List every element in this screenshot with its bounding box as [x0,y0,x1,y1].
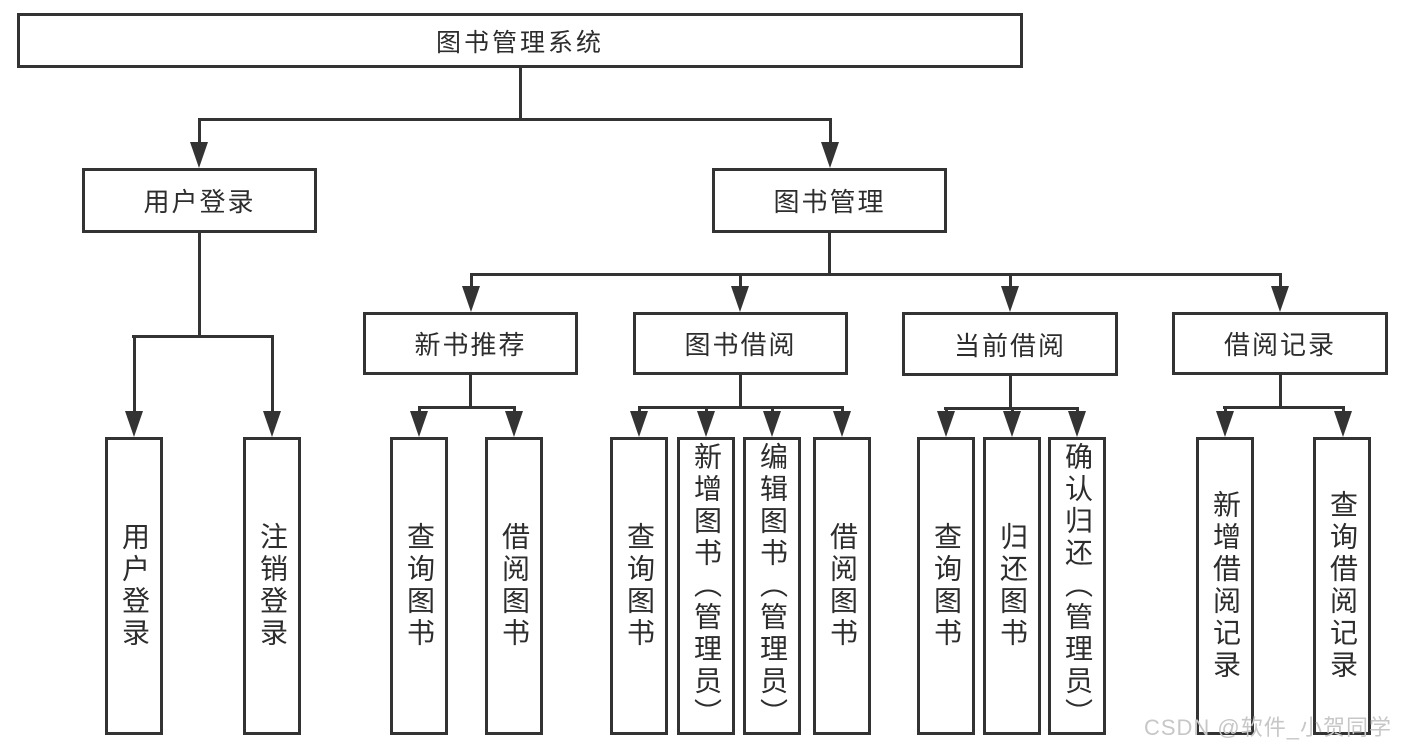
connector-vline [828,233,831,275]
node-label: 归还图书 [997,522,1028,650]
connector-hline [418,406,516,409]
leaf-query-borrow-record: 查询借阅记录 [1313,437,1371,735]
leaf-edit-book-admin: 编辑图书（管理员） [743,437,801,735]
leaf-logout: 注销登录 [243,437,301,735]
arrow-down-icon [190,142,208,168]
node-label: 图书管理系统 [435,28,604,57]
arrow-down-icon [263,411,281,437]
connector-vline [271,335,274,415]
arrow-down-icon [1001,286,1019,312]
leaf-query-books-2: 查询图书 [610,437,668,735]
arrow-down-icon [462,286,480,312]
leaf-borrow-books-2: 借阅图书 [813,437,871,735]
leaf-borrow-books-1: 借阅图书 [485,437,543,735]
node-label: 用户登录 [119,522,150,650]
node-label: 查询图书 [624,522,655,650]
connector-vline [469,375,472,408]
arrow-down-icon [833,411,851,437]
node-root: 图书管理系统 [17,13,1023,68]
connector-vline [470,273,473,292]
node-new-book-recommend: 新书推荐 [363,312,578,375]
connector-vline [1224,406,1227,415]
connector-vline [1009,273,1012,292]
node-label: 借阅图书 [499,522,530,650]
connector-hline [1223,406,1344,409]
node-label: 确认归还（管理员） [1062,442,1093,730]
connector-vline [133,335,136,415]
connector-hline [198,118,832,121]
node-user-login: 用户登录 [82,168,317,233]
connector-hline [470,273,1282,276]
leaf-add-borrow-record: 新增借阅记录 [1196,437,1254,735]
node-label: 借阅记录 [1223,330,1336,360]
node-label: 注销登录 [257,522,288,650]
leaf-confirm-return-admin: 确认归还（管理员） [1048,437,1106,735]
connector-vline [1279,375,1282,408]
node-label: 新增借阅记录 [1210,490,1241,682]
connector-vline [638,406,641,415]
node-book-borrowing: 图书借阅 [633,312,848,375]
leaf-query-books-3: 查询图书 [917,437,975,735]
leaf-add-book-admin: 新增图书（管理员） [677,437,735,735]
node-label: 新增图书（管理员） [691,442,722,730]
node-borrow-records: 借阅记录 [1172,312,1388,375]
node-label: 图书管理 [773,187,886,217]
node-label: 查询借阅记录 [1327,490,1358,682]
connector-hline [638,406,844,409]
leaf-return-book: 归还图书 [983,437,1041,735]
connector-vline [198,233,201,337]
arrow-down-icon [1334,411,1352,437]
arrow-down-icon [697,411,715,437]
arrow-down-icon [1271,286,1289,312]
arrow-down-icon [630,411,648,437]
node-label: 借阅图书 [827,522,858,650]
node-label: 用户登录 [143,187,256,217]
connector-vline [418,406,421,415]
arrow-down-icon [937,411,955,437]
arrow-down-icon [125,411,143,437]
node-label: 新书推荐 [414,330,527,360]
node-current-borrowing: 当前借阅 [902,312,1118,376]
node-label: 查询图书 [404,522,435,650]
csdn-watermark: CSDN @软件_小贺同学 [1143,715,1392,740]
node-book-management: 图书管理 [712,168,947,233]
node-label: 查询图书 [931,522,962,650]
arrow-down-icon [505,411,523,437]
connector-hline [132,335,274,338]
arrow-down-icon [821,142,839,168]
arrow-down-icon [410,411,428,437]
node-label: 图书借阅 [684,330,797,360]
connector-vline [771,406,774,415]
arrow-down-icon [1216,411,1234,437]
connector-vline [705,406,708,415]
connector-vline [739,375,742,408]
arrow-down-icon [763,411,781,437]
arrow-down-icon [1068,411,1086,437]
connector-vline [1342,406,1345,415]
node-label: 编辑图书（管理员） [757,442,788,730]
arrow-down-icon [731,286,749,312]
connector-vline [1009,375,1012,410]
connector-vline [513,406,516,415]
connector-vline [739,273,742,292]
leaf-user-login: 用户登录 [105,437,163,735]
connector-vline [841,406,844,415]
leaf-query-books-1: 查询图书 [390,437,448,735]
connector-vline [198,118,201,146]
connector-vline [829,118,832,146]
connector-vline [1279,273,1282,292]
connector-vline [519,68,522,120]
arrow-down-icon [1003,411,1021,437]
node-label: 当前借阅 [953,330,1066,361]
